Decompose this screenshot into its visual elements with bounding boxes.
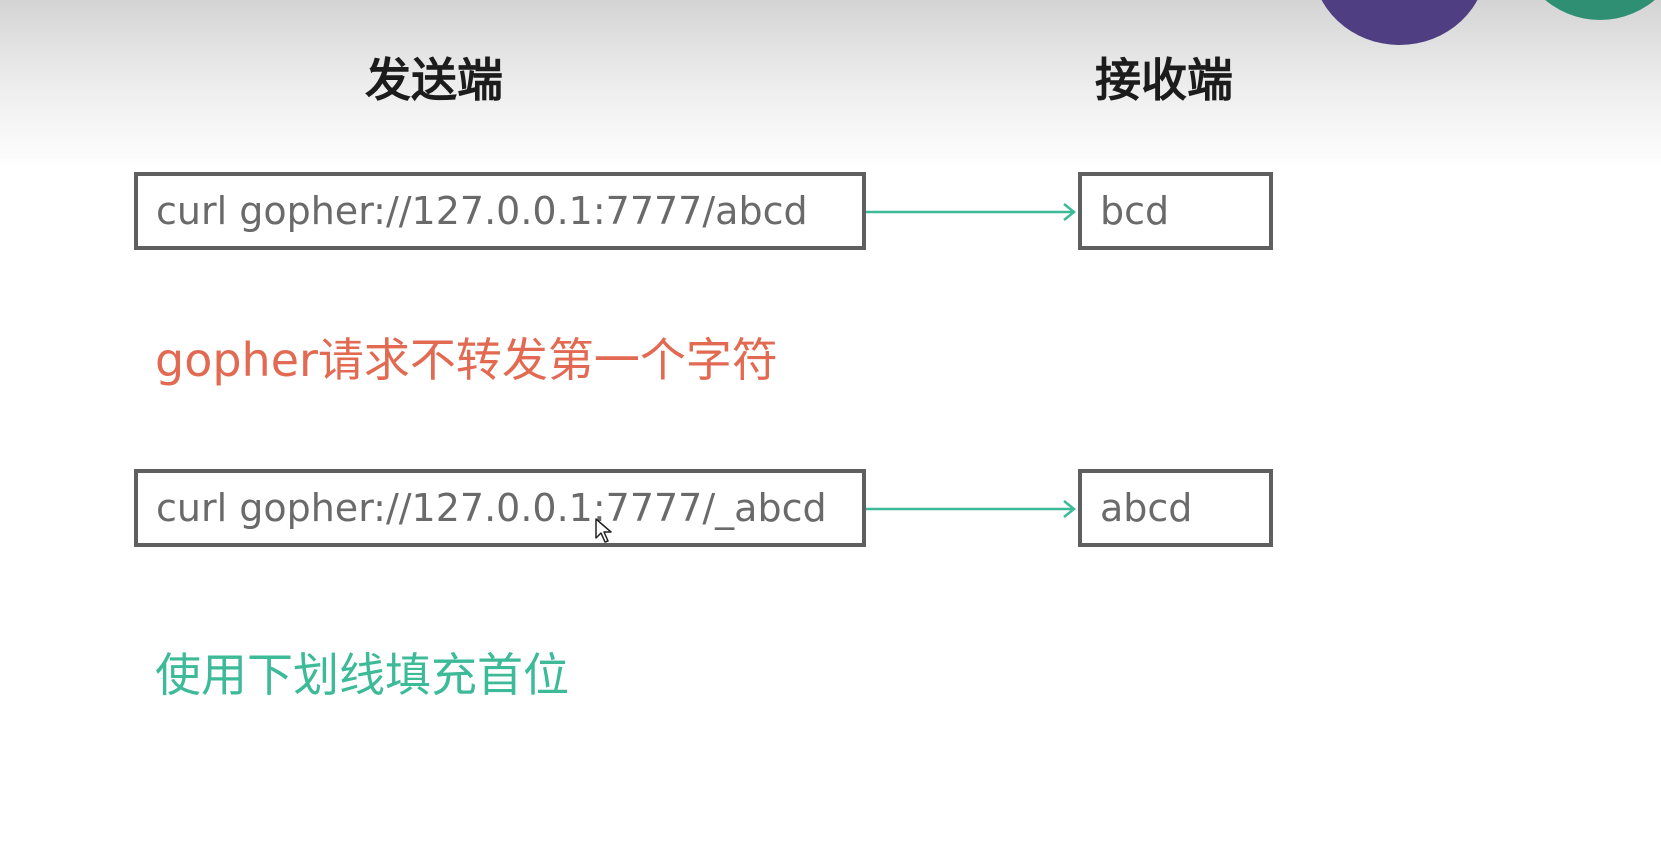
note-problem: gopher请求不转发第一个字符 (155, 333, 778, 387)
note-solution: 使用下划线填充首位 (155, 648, 569, 702)
receiver-output-box: abcd (1078, 469, 1273, 547)
sender-command-box: curl gopher://127.0.0.1:7777/abcd (134, 172, 866, 250)
sender-heading: 发送端 (365, 53, 503, 107)
arrow-right-icon (866, 203, 1077, 221)
receiver-heading: 接收端 (1095, 53, 1233, 107)
sender-command-box: curl gopher://127.0.0.1:7777/_abcd (134, 469, 866, 547)
arrow-right-icon (866, 500, 1077, 518)
mouse-pointer-icon (595, 518, 612, 543)
receiver-output-box: bcd (1078, 172, 1273, 250)
